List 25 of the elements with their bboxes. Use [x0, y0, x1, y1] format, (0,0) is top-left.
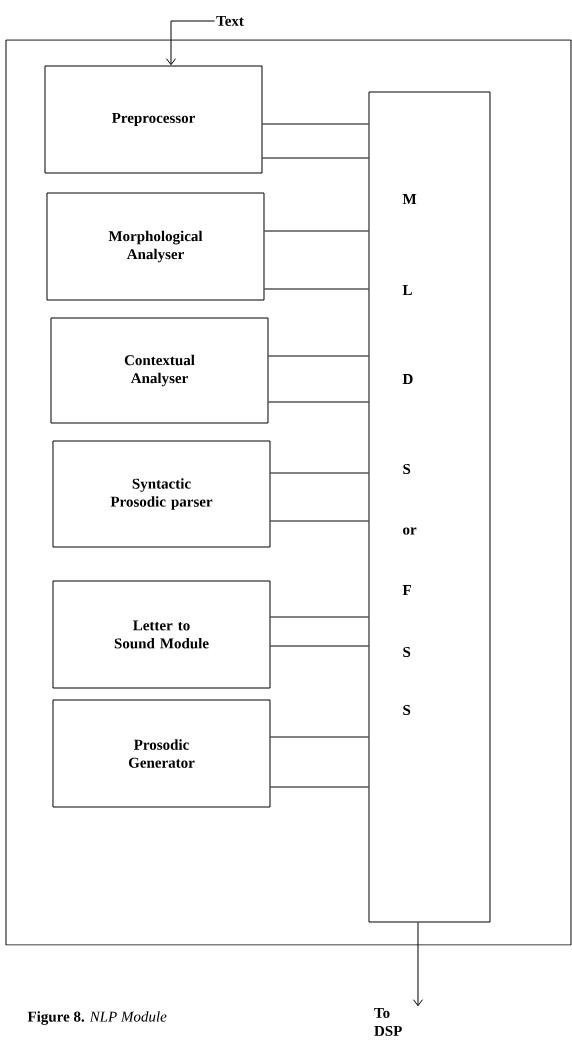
- module-box: Syntactic Prosodic parser: [52, 440, 271, 548]
- module-box: Prosodic Generator: [52, 699, 271, 808]
- module-box: Preprocessor: [44, 65, 263, 174]
- connector-line: [270, 520, 369, 522]
- arrow: [413, 922, 423, 1007]
- module-box: Letter to Sound Module: [52, 580, 271, 689]
- connector-line: [264, 288, 369, 290]
- module-box: Morphological Analyser: [46, 192, 265, 301]
- connector-line: [270, 472, 369, 474]
- connector-line: [270, 736, 369, 738]
- module-box: Contextual Analyser: [50, 317, 269, 424]
- connector-line: [262, 157, 369, 159]
- connector-line: [268, 355, 369, 357]
- connector-line: [268, 401, 369, 403]
- connector-line: [270, 616, 369, 618]
- connector-line: [270, 645, 369, 647]
- caption: Figure 8. NLP Module: [27, 1011, 167, 1025]
- bus-box: M L D S or F S S: [368, 91, 491, 923]
- bare-label: To DSP: [374, 1008, 402, 1036]
- bare-label: Text: [216, 16, 244, 26]
- arrow: [166, 20, 216, 66]
- connector-line: [262, 123, 369, 125]
- frame-box: [5, 39, 572, 946]
- connector-line: [264, 230, 369, 232]
- connector-line: [270, 786, 369, 788]
